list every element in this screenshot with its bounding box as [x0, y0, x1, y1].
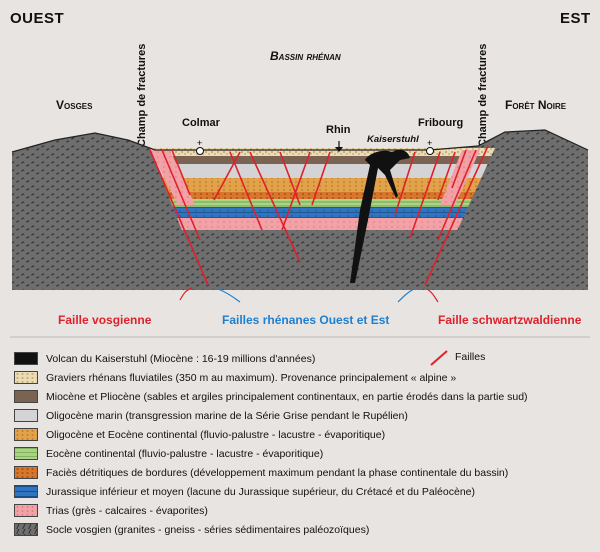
- legend-item: Eocène continental (fluvio-palustre - la…: [14, 444, 323, 463]
- legend-item: Graviers rhénans fluviatiles (350 m au m…: [14, 368, 456, 387]
- legend-swatch-socle: [14, 523, 38, 536]
- legend-swatch-trias: [14, 504, 38, 517]
- arrow-vosgienne: [179, 287, 193, 301]
- west-label: OUEST: [10, 10, 65, 27]
- failles-legend-icon: [430, 350, 448, 366]
- jurassic-layer: [150, 207, 495, 218]
- colmar-marker: [196, 147, 204, 155]
- legend-swatch-oligocene-marin: [14, 409, 38, 422]
- legend-swatch-eocene: [14, 447, 38, 460]
- legend-swatch-jurassique: [14, 485, 38, 498]
- legend-text: Miocène et Pliocène (sables et argiles p…: [46, 390, 528, 403]
- faults: [149, 145, 489, 286]
- fault-rhenanes-label: Failles rhénanes Ouest et Est: [222, 313, 390, 327]
- arrow-rhenane-right: [397, 288, 415, 303]
- detritic-layer: [150, 192, 495, 199]
- eocene-layer: [150, 199, 495, 207]
- gravel-layer: [150, 148, 495, 156]
- legend-swatch-volcan: [14, 352, 38, 365]
- rhin-label: Rhin: [326, 124, 351, 136]
- failles-legend-label: Failles: [455, 351, 486, 363]
- trias-layer: [150, 218, 495, 230]
- miocene-layer: [150, 156, 495, 164]
- kaiserstuhl-volcano: [350, 150, 410, 283]
- left-shoulder-trias: [150, 150, 195, 205]
- basin-title: Bassin rhénan: [270, 49, 341, 63]
- kaiserstuhl-label: Kaiserstuhl: [367, 134, 419, 145]
- foret-noire-label: Forêt Noire: [505, 98, 567, 112]
- surface-line: [11, 129, 589, 153]
- fribourg-cross: +: [427, 138, 432, 148]
- legend-text: Graviers rhénans fluviatiles (350 m au m…: [46, 371, 457, 384]
- legend-item: Miocène et Pliocène (sables et argiles p…: [14, 387, 528, 406]
- legend-swatch-graviers: [14, 371, 38, 384]
- vosges-label: Vosges: [56, 98, 93, 112]
- colmar-cross: +: [197, 138, 202, 148]
- legend-text: Volcan du Kaiserstuhl (Miocène : 16-19 m…: [46, 352, 316, 365]
- legend-item: Faciès détritiques de bordures (développ…: [14, 463, 508, 482]
- legend-swatch-facies: [14, 466, 38, 479]
- legend-text: Jurassique inférieur et moyen (lacune du…: [46, 485, 475, 498]
- fribourg-marker: [426, 147, 434, 155]
- legend-item: Jurassique inférieur et moyen (lacune du…: [14, 482, 475, 501]
- legend-item: Oligocène et Eocène continental (fluvio-…: [14, 425, 385, 444]
- legend-swatch-miocene: [14, 390, 38, 403]
- legend-text: Trias (grès - calcaires - évaporites): [46, 504, 208, 517]
- fault-schwartzwaldienne-label: Faille schwartzwaldienne: [438, 313, 582, 327]
- legend-text: Eocène continental (fluvio-palustre - la…: [46, 447, 324, 460]
- oligocene-eocene-layer: [150, 178, 495, 192]
- legend-text: Oligocène et Eocène continental (fluvio-…: [46, 428, 386, 441]
- arrow-rhenane-left: [217, 288, 241, 303]
- cross-section: + +: [10, 129, 590, 338]
- east-label: EST: [560, 10, 591, 27]
- legend-item: Socle vosgien (granites - gneiss - série…: [14, 520, 369, 539]
- legend-item: Volcan du Kaiserstuhl (Miocène : 16-19 m…: [14, 349, 315, 368]
- colmar-label: Colmar: [182, 117, 220, 129]
- arrow-schwartzwaldienne: [426, 288, 439, 303]
- rhin-arrow: [335, 147, 343, 152]
- legend-item: Oligocène marin (transgression marine de…: [14, 406, 408, 425]
- fribourg-label: Fribourg: [418, 117, 464, 129]
- legend-text: Socle vosgien (granites - gneiss - série…: [46, 523, 370, 536]
- legend-item: Trias (grès - calcaires - évaporites): [14, 501, 208, 520]
- legend-text: Faciès détritiques de bordures (développ…: [46, 466, 509, 479]
- legend-swatch-oligocene-eocene: [14, 428, 38, 441]
- legend-text: Oligocène marin (transgression marine de…: [46, 409, 408, 422]
- fault-vosgienne-label: Faille vosgienne: [58, 313, 152, 327]
